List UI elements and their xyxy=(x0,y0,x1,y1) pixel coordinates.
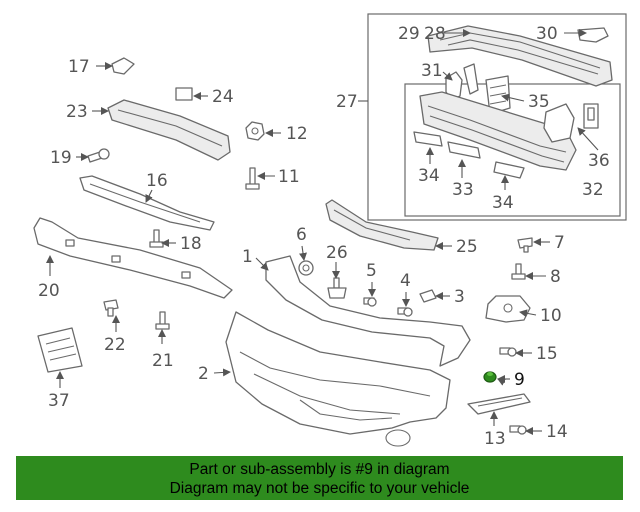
label-5: 5 xyxy=(366,261,377,281)
label-7: 7 xyxy=(554,233,565,253)
pad-34b-icon xyxy=(493,161,525,179)
label-36: 36 xyxy=(588,151,610,171)
label-18: 18 xyxy=(180,234,202,254)
callout-labels: 29 28 30 31 35 27 36 34 33 32 34 17 24 2… xyxy=(38,24,610,449)
label-6: 6 xyxy=(296,225,307,245)
label-28: 28 xyxy=(424,24,446,44)
label-34a: 34 xyxy=(418,166,440,186)
label-37: 37 xyxy=(48,391,70,411)
inset-box-27 xyxy=(358,13,627,221)
label-11: 11 xyxy=(278,167,300,187)
impact-bar-32-icon xyxy=(419,91,577,171)
label-1: 1 xyxy=(242,247,253,267)
bolt-4-icon xyxy=(397,307,413,317)
nut-6-icon xyxy=(298,260,314,276)
label-30: 30 xyxy=(536,24,558,44)
lower-deflector-20-icon xyxy=(33,217,233,299)
label-13: 13 xyxy=(484,429,506,449)
clip-15-icon xyxy=(499,347,517,357)
label-23: 23 xyxy=(66,102,88,122)
label-26: 26 xyxy=(326,243,348,263)
banner-line-1: Part or sub-assembly is #9 in diagram xyxy=(189,461,450,478)
label-8: 8 xyxy=(550,267,561,287)
label-2: 2 xyxy=(198,364,209,384)
bolt-14-icon xyxy=(509,425,527,435)
label-27: 27 xyxy=(336,92,358,112)
bolt-5-icon xyxy=(363,297,377,307)
leader-lines xyxy=(46,29,599,435)
pad-24-icon xyxy=(175,87,193,101)
label-25: 25 xyxy=(456,237,478,257)
label-20: 20 xyxy=(38,281,60,301)
clip-7-icon xyxy=(517,237,533,253)
bumper-cover-2-icon xyxy=(225,311,451,447)
bracket-35-icon xyxy=(485,75,511,115)
label-29: 29 xyxy=(398,24,420,44)
bolt-18-icon xyxy=(149,229,164,248)
label-3: 3 xyxy=(454,287,465,307)
bumper-support-1-icon xyxy=(265,255,471,367)
bracket-10-icon xyxy=(485,295,531,323)
label-33: 33 xyxy=(452,180,474,200)
bracket-31-icon xyxy=(445,63,479,101)
nut-12-icon xyxy=(245,121,265,141)
bolt-8-icon xyxy=(511,263,526,280)
license-bracket-37-icon xyxy=(37,327,83,373)
label-32: 32 xyxy=(582,180,604,200)
banner-line-2: Diagram may not be specific to your vehi… xyxy=(169,480,470,497)
clip-22-icon xyxy=(103,299,119,317)
label-17: 17 xyxy=(68,57,90,77)
label-22: 22 xyxy=(104,335,126,355)
label-14: 14 xyxy=(546,422,568,442)
label-16: 16 xyxy=(146,171,168,191)
label-9-highlighted: 9 xyxy=(514,370,525,390)
bolt-19-icon xyxy=(87,148,110,163)
label-15: 15 xyxy=(536,344,558,364)
clip-17-icon xyxy=(111,57,135,75)
label-31: 31 xyxy=(421,61,443,81)
label-24: 24 xyxy=(212,87,234,107)
pad-3-icon xyxy=(419,289,437,303)
exploded-parts-diagram: 29 28 30 31 35 27 36 34 33 32 34 17 24 2… xyxy=(33,13,627,449)
label-35: 35 xyxy=(528,92,550,112)
upper-support-bar-icon xyxy=(427,25,613,87)
part-9-highlighted-icon[interactable] xyxy=(483,371,497,383)
bracket-30-icon xyxy=(577,27,609,43)
label-21: 21 xyxy=(152,351,174,371)
info-banner: Part or sub-assembly is #9 in diagram Di… xyxy=(16,456,623,500)
absorber-16-icon xyxy=(79,175,215,231)
label-34b: 34 xyxy=(492,193,514,213)
label-4: 4 xyxy=(400,271,411,291)
bolt-26-icon xyxy=(327,277,347,299)
bolt-11-icon xyxy=(245,167,260,190)
label-10: 10 xyxy=(540,306,562,326)
bracket-36-icon xyxy=(543,103,599,143)
reflector-13-icon xyxy=(467,393,531,415)
absorber-23-icon xyxy=(107,99,231,161)
label-12: 12 xyxy=(286,124,308,144)
pad-33-icon xyxy=(447,141,481,159)
pad-34a-icon xyxy=(413,131,443,147)
label-19: 19 xyxy=(50,148,72,168)
bolt-21-icon xyxy=(155,311,170,330)
